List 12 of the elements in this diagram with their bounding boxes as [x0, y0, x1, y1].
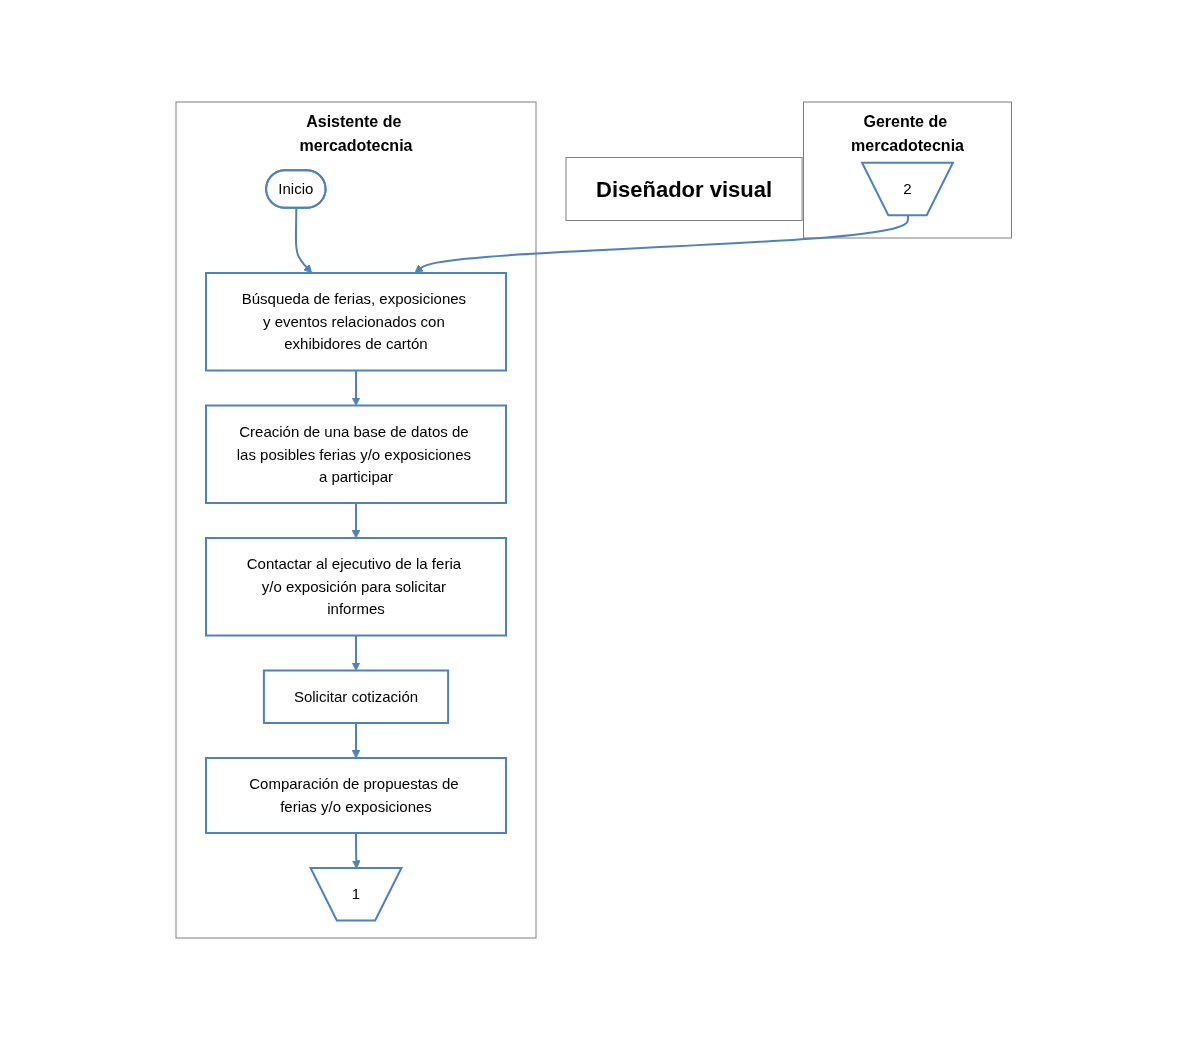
arrow [414, 214, 909, 273]
node-box: Contactar al ejecutivo de la feria y/o exposición para solicitar informes [204, 536, 507, 636]
arrow [351, 634, 361, 671]
arrow [351, 721, 361, 758]
node-box: Creación de una base de datos de las posibles ferias y/o exposiciones a participar [204, 404, 507, 504]
node-box: Comparación de propuestas de ferias y/o exposiciones [204, 756, 507, 834]
arrow [294, 206, 312, 273]
node-box: Búsqueda de ferias, exposiciones y eventos relacionados con exhibidores de cartón [204, 271, 507, 371]
arrow [351, 369, 361, 406]
node-box: Diseñador visual [565, 156, 803, 221]
arrow [351, 501, 361, 538]
node-box: Solicitar cotización [262, 669, 449, 724]
